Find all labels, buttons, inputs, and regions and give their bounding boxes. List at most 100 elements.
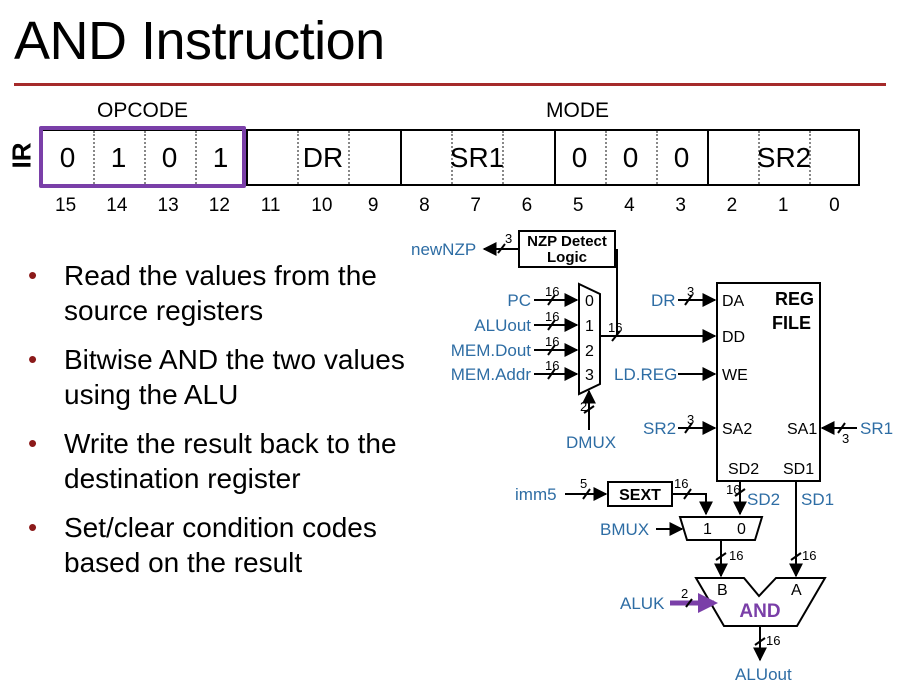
imm5-label: imm5 <box>515 485 557 504</box>
dr-input-label: DR <box>651 291 676 310</box>
bit-divider <box>348 131 350 184</box>
mode-bit-5: 0 <box>571 141 588 173</box>
mux-input-width-0: 16 <box>545 284 559 299</box>
mux-select-3: 3 <box>585 367 594 384</box>
nzp-width: 3 <box>505 231 512 246</box>
instruction-register: 0 1 0 1 DR SR1 0 0 0 SR2 <box>40 129 860 186</box>
bit-divider <box>451 131 453 184</box>
bit-number: 9 <box>367 195 379 216</box>
mode-bit-3: 0 <box>673 141 690 173</box>
dmux-label: DMUX <box>566 433 616 452</box>
bit-number: 4 <box>624 195 635 216</box>
slide-title: AND Instruction <box>14 11 385 71</box>
title-underline <box>14 83 886 86</box>
sr1-input-label: SR1 <box>860 419 893 438</box>
bit-divider <box>758 131 760 184</box>
bmux-label: BMUX <box>600 520 649 539</box>
ld-reg-label: LD.REG <box>614 365 677 384</box>
dr-field: DR <box>302 141 344 173</box>
mux-input-pc: PC <box>507 291 531 310</box>
port-da: DA <box>722 293 745 310</box>
sd1-output-label: SD1 <box>801 490 834 509</box>
aluk-width: 2 <box>681 586 688 601</box>
alu-out-label: ALUout <box>735 665 792 684</box>
sext-label: SEXT <box>619 487 661 504</box>
sd1-bus-width: 16 <box>802 548 816 563</box>
mux-input-mem-addr: MEM.Addr <box>451 365 532 384</box>
bit-number: 6 <box>521 195 533 216</box>
port-sa2: SA2 <box>722 421 752 438</box>
nzp-block-label-1: NZP Detect <box>527 233 607 250</box>
alu-out-width: 16 <box>766 633 780 648</box>
imm5-width: 5 <box>580 476 587 491</box>
bmux-input-1: 1 <box>703 521 712 538</box>
mux-input-width-3: 16 <box>545 358 559 373</box>
regfile-title-1: REG <box>775 289 814 309</box>
bit-number: 5 <box>572 195 584 216</box>
field-divider <box>400 131 402 184</box>
new-nzp-label: newNZP <box>411 240 476 259</box>
sr2-input-label: SR2 <box>643 419 676 438</box>
alu-b-input: B <box>717 582 728 599</box>
data-mux <box>578 282 601 396</box>
mux-select-0: 0 <box>585 293 594 310</box>
mux-select-2: 2 <box>585 343 594 360</box>
aluk-label: ALUK <box>620 594 665 613</box>
opcode-header: OPCODE <box>97 99 189 122</box>
alu-op-label: AND <box>739 601 780 622</box>
bit-divider <box>297 131 299 184</box>
port-dd: DD <box>722 329 745 346</box>
bit-divider <box>809 131 811 184</box>
mux-input-width-2: 16 <box>545 334 559 349</box>
bit-number: 1 <box>777 195 789 216</box>
bit-number: 15 <box>55 195 77 216</box>
bit-number: 2 <box>726 195 738 216</box>
opcode-bit-13: 0 <box>161 141 178 173</box>
opcode-bit-14: 1 <box>110 141 127 173</box>
mode-bit-4: 0 <box>622 141 639 173</box>
bullet-item: Set/clear condition codes based on the r… <box>28 510 434 580</box>
opcode-highlight <box>39 126 246 188</box>
mux-out-width: 16 <box>608 320 622 335</box>
sr2-field: SR2 <box>756 141 812 173</box>
sr1-width: 3 <box>842 431 849 446</box>
field-divider <box>707 131 709 184</box>
mode-header: MODE <box>546 99 609 122</box>
bit-number: 14 <box>106 195 128 216</box>
port-sa1: SA1 <box>787 421 817 438</box>
bit-divider <box>195 131 197 184</box>
dr-width: 3 <box>687 284 694 299</box>
bit-number: 0 <box>829 195 840 216</box>
sext-block <box>607 481 673 507</box>
bit-divider <box>144 131 146 184</box>
bit-number: 13 <box>157 195 179 216</box>
sr1-field: SR1 <box>449 141 505 173</box>
bullet-item: Read the values from the source register… <box>28 258 434 328</box>
sd2-width: 16 <box>726 482 740 497</box>
register-file <box>716 282 821 482</box>
opcode-bit-15: 0 <box>59 141 76 173</box>
bullet-item: Bitwise AND the two values using the ALU <box>28 342 434 412</box>
field-divider <box>554 131 556 184</box>
bit-number: 12 <box>208 195 230 216</box>
bit-divider <box>656 131 658 184</box>
bit-divider <box>93 131 95 184</box>
field-divider <box>246 131 248 184</box>
alu <box>694 577 827 627</box>
bit-divider <box>502 131 504 184</box>
bit-number: 8 <box>419 195 430 216</box>
nzp-block-label-2: Logic <box>547 249 587 266</box>
bmux-out-width: 16 <box>729 548 743 563</box>
port-sd1: SD1 <box>783 461 814 478</box>
bit-number: 7 <box>470 195 481 216</box>
mux-input-mem-dout: MEM.Dout <box>451 341 532 360</box>
b-mux <box>678 516 764 541</box>
sext-out-width: 16 <box>674 476 688 491</box>
sr2-width: 3 <box>687 412 694 427</box>
bullet-list: Read the values from the source register… <box>28 258 434 594</box>
bit-number: 3 <box>675 195 686 216</box>
mux-sel-width: 2 <box>580 399 587 414</box>
alu-a-input: A <box>791 582 802 599</box>
bullet-item: Write the result back to the destination… <box>28 426 434 496</box>
opcode-bit-12: 1 <box>212 141 229 173</box>
